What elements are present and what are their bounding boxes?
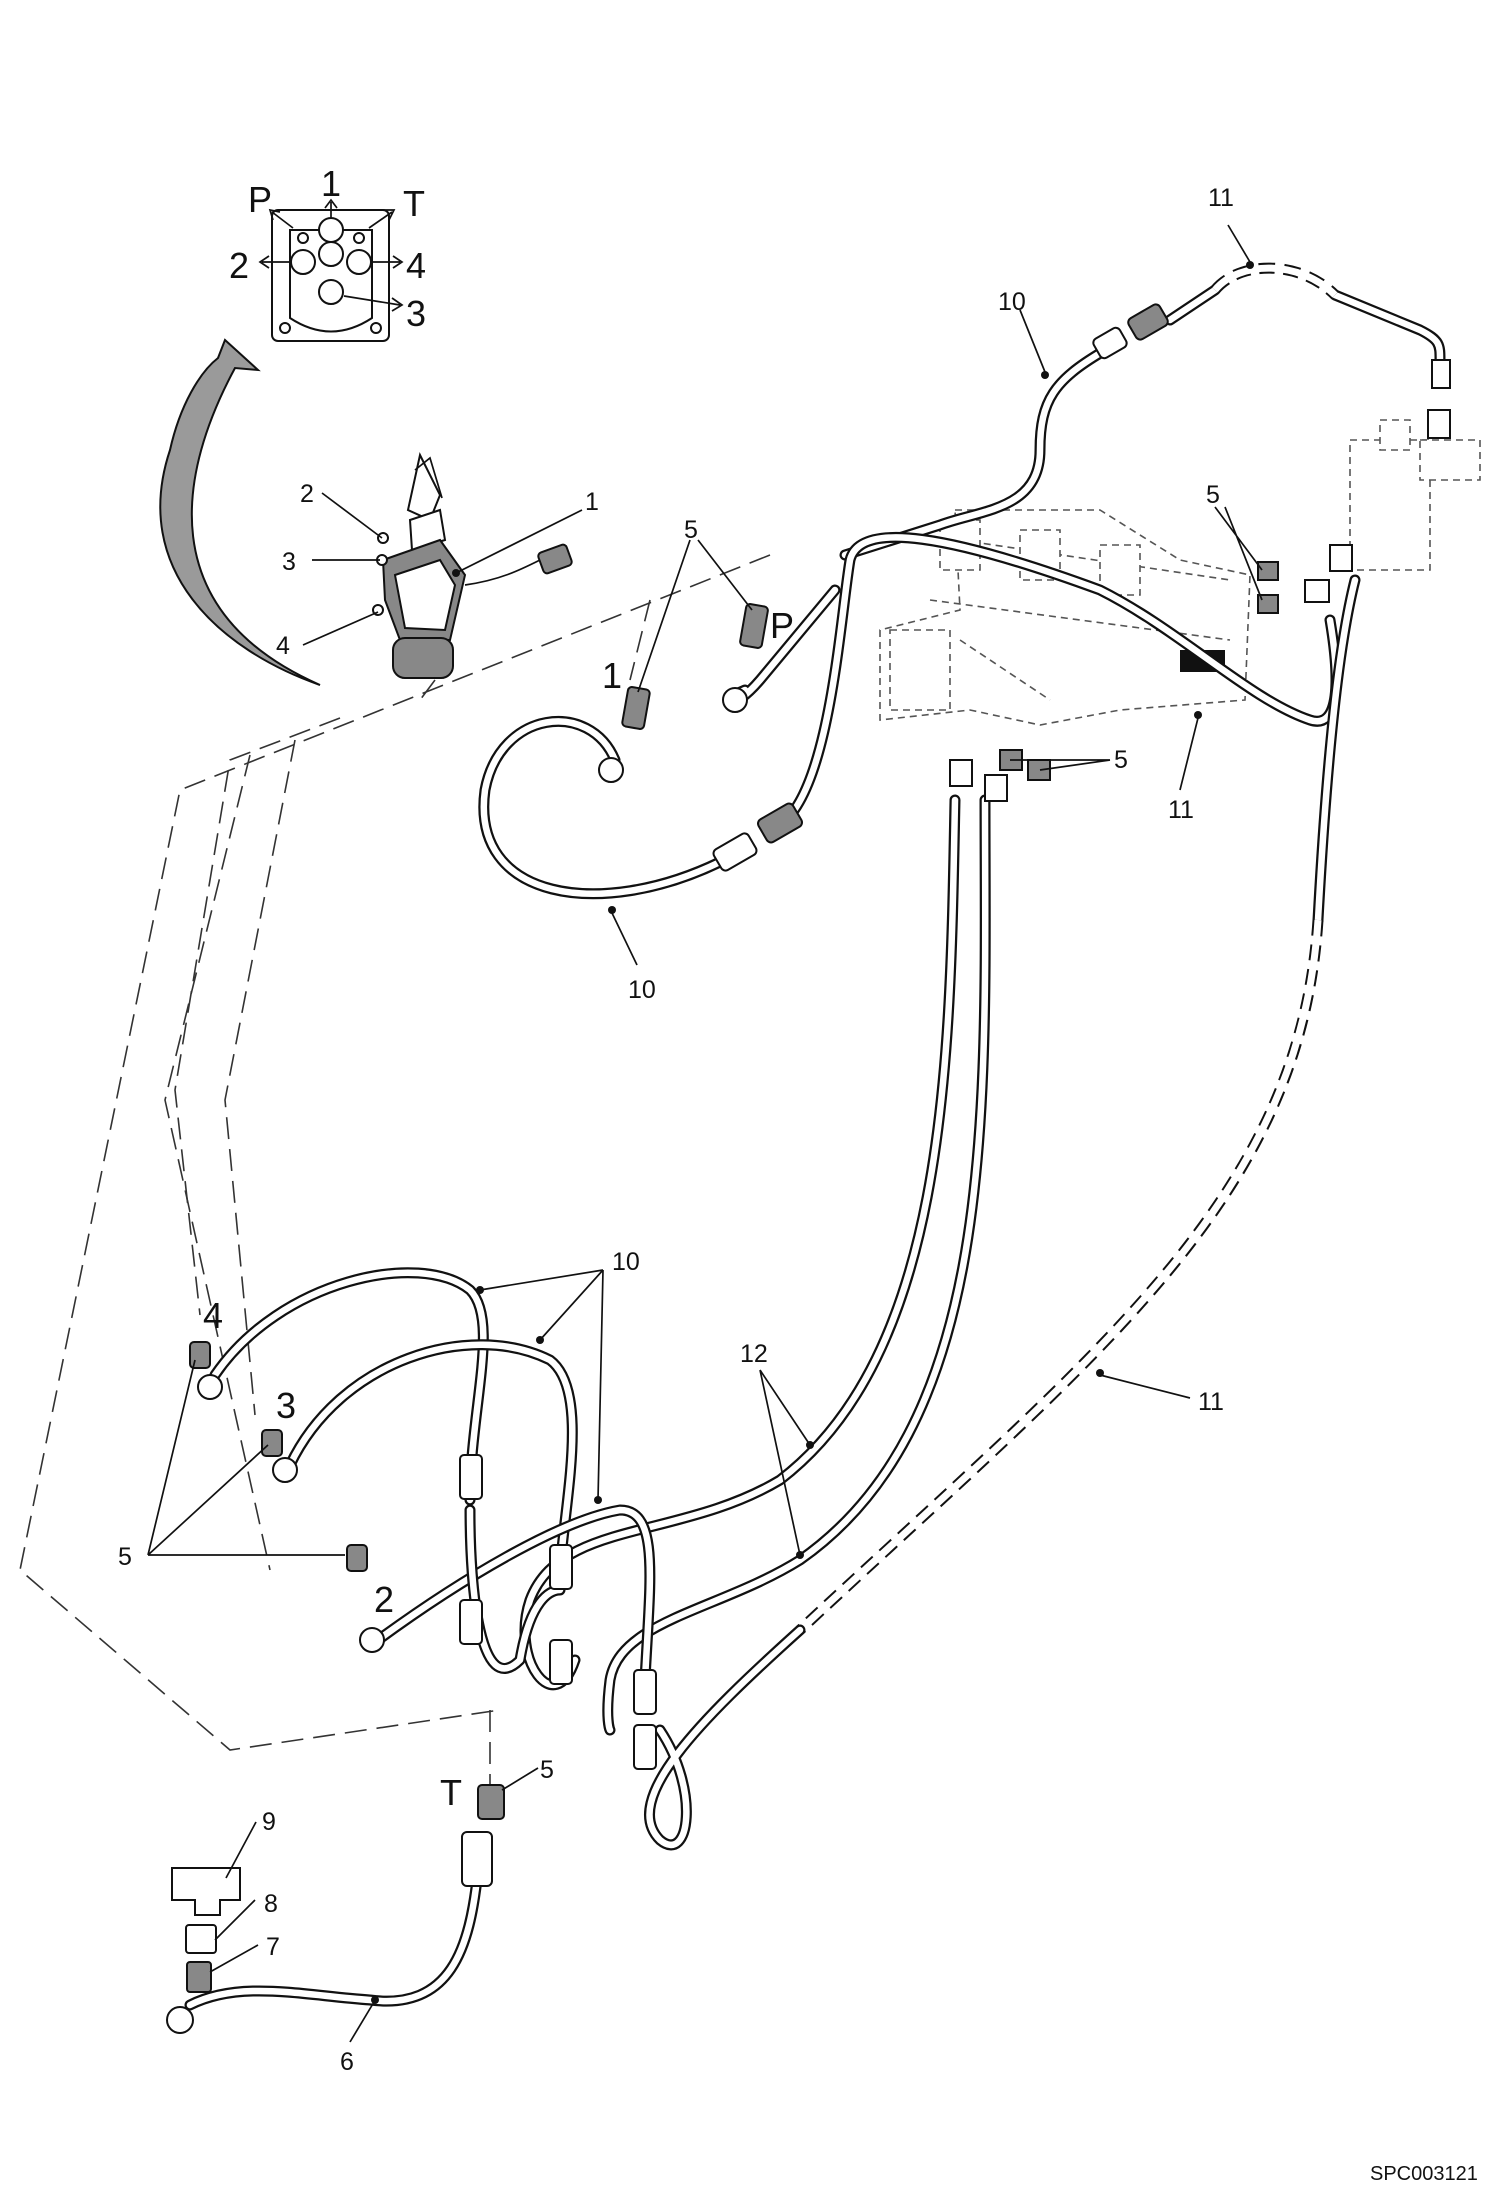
callout-adapter-left: 5 [118,1543,132,1571]
callout-adapter-top: 5 [684,516,698,544]
valve-port-1-label: 1 [602,655,622,696]
line-port-3-label: 3 [276,1385,296,1426]
callout-hose-10-top: 10 [998,288,1026,316]
joystick-assembly [372,452,573,679]
view-arrow [159,338,321,686]
reference-code: SPC003121 [1370,2163,1478,2185]
line-port-2-label: 2 [374,1579,394,1620]
callout-hose-11-top: 11 [1208,184,1234,212]
guide-lines [19,554,771,1800]
inset-port-1-label: 1 [321,163,341,204]
callout-hose-11-lower: 11 [1198,1388,1224,1416]
callout-hose-10-lower: 10 [612,1248,640,1276]
hose-lines [184,262,1446,2011]
callout-screw: 2 [300,480,314,508]
joystick-port-inset: P 1 T 2 4 3 [229,163,426,342]
line-port-t-label: T [440,1772,462,1813]
callout-tee-9: 9 [262,1808,276,1836]
control-valve-ghost [879,419,1481,726]
callout-hose-10-mid: 10 [628,976,656,1004]
callout-washer: 3 [282,548,296,576]
fittings [166,303,1451,2034]
callout-hose-12: 12 [740,1340,768,1368]
inset-port-3-label: 3 [406,293,426,334]
callout-adapter-mid: 5 [1114,746,1128,774]
callout-adapter-right: 5 [1206,481,1220,509]
leader-lines [147,224,1263,2043]
callout-nut: 4 [276,632,290,660]
inset-port-p-label: P [248,179,272,220]
callout-hose-6: 6 [340,2048,354,2076]
inset-port-2-label: 2 [229,245,249,286]
inset-port-t-label: T [403,183,425,224]
callout-hose-11-mid: 11 [1168,796,1194,824]
inset-port-4-label: 4 [406,245,426,286]
callout-joystick: 1 [585,488,599,516]
line-port-4-label: 4 [203,1295,223,1336]
valve-port-p-label: P [770,605,794,646]
callout-fitting-8: 8 [264,1890,278,1918]
callout-fitting-7: 7 [266,1933,280,1961]
callout-adapter-bottom: 5 [540,1756,554,1784]
